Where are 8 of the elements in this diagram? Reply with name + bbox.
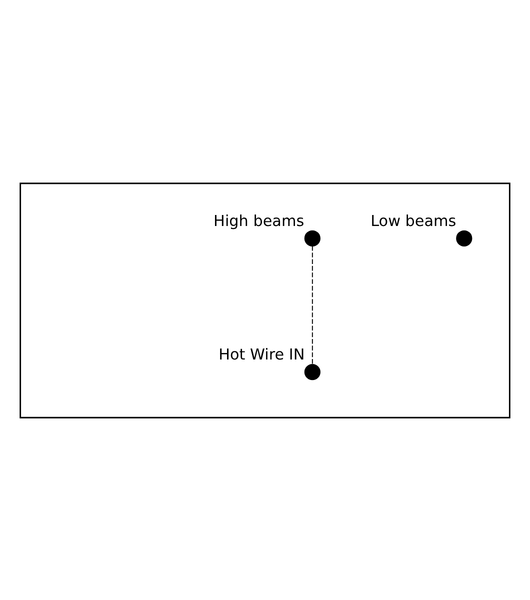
cluster (20, 182, 510, 418)
node-label: Low beams (370, 211, 456, 230)
node-circle (304, 364, 320, 380)
node-circle (304, 230, 320, 246)
node-label: Hot Wire IN (218, 345, 305, 364)
node-label: High beams (214, 211, 304, 230)
connector (312, 245, 313, 364)
node-circle (456, 230, 472, 246)
